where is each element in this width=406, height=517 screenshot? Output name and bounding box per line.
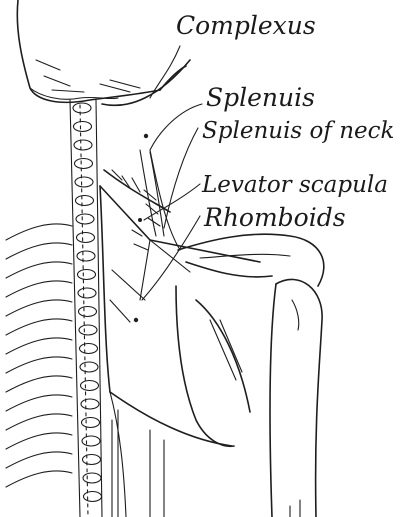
label-levator-scapula: Levator scapula <box>201 172 388 198</box>
label-complexus: Complexus <box>176 11 316 40</box>
label-splenius: Splenuis <box>206 83 315 112</box>
label-splenius-of-neck: Splenuis of neck <box>202 118 394 144</box>
label-rhomboids: Rhomboids <box>203 203 346 232</box>
